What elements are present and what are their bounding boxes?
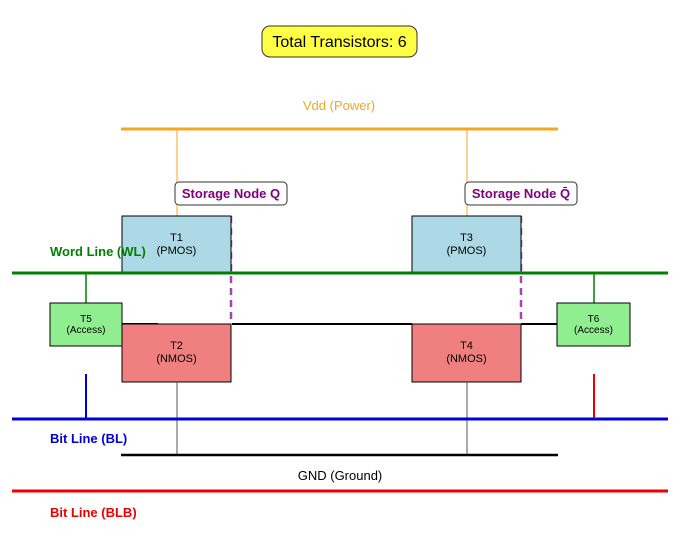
t3-pmos-box [411, 215, 522, 274]
t5-access-box [49, 302, 123, 347]
t2-nmos-box [121, 323, 232, 383]
t4-type: (NMOS) [446, 353, 486, 365]
t1-type: (PMOS) [157, 245, 197, 257]
t2-type: (NMOS) [156, 353, 196, 365]
t2-name: T2 [170, 340, 183, 352]
bit-line-label: Bit Line (BL) [50, 431, 127, 446]
storage-node-qbar-label: Storage Node Q̄ [472, 186, 570, 201]
vdd-label: Vdd (Power) [303, 98, 375, 113]
t6-name: T6 [588, 314, 600, 325]
storage-node-q-label: Storage Node Q [182, 186, 280, 201]
t3-name: T3 [460, 232, 473, 244]
title-box [261, 25, 418, 58]
t6-access-box [556, 302, 631, 347]
word-line-label: Word Line (WL) [50, 244, 146, 259]
t1-pmos-box [121, 215, 232, 274]
storage-node-q-box [174, 181, 288, 206]
gnd-label: GND (Ground) [298, 468, 383, 483]
t5-name: T5 [80, 314, 92, 325]
t4-name: T4 [460, 340, 473, 352]
bit-line-bar-label: Bit Line (BLB) [50, 505, 137, 520]
title-text: Total Transistors: 6 [272, 34, 406, 51]
t5-type: (Access) [67, 325, 106, 336]
t1-name: T1 [170, 232, 183, 244]
t6-type: (Access) [574, 325, 613, 336]
storage-node-qbar-box [464, 181, 578, 206]
t3-type: (PMOS) [447, 245, 487, 257]
